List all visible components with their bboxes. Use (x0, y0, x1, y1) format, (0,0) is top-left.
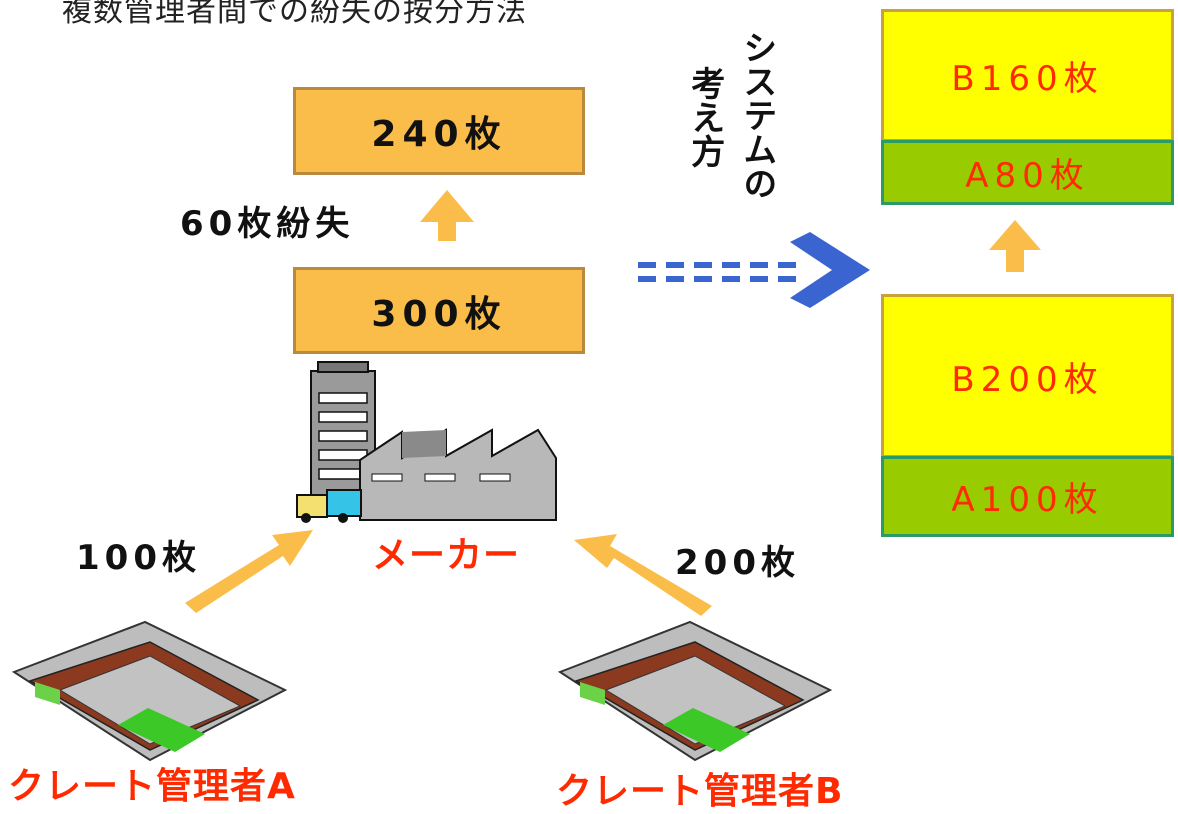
system-label-col2: 考え方 (684, 66, 725, 168)
right-top-b-box: B160枚 (881, 9, 1174, 142)
maker-label: メーカー (372, 535, 521, 576)
right-bottom-a-box: A100枚 (881, 456, 1174, 537)
manager-b-label: クレート管理者B (556, 771, 844, 812)
up-arrow-left (420, 190, 474, 241)
diagram-title: 複数管理者間での紛失の按分方法 (62, 0, 527, 29)
loss-label: 60枚紛失 (180, 204, 355, 244)
warehouse-b-illustration (557, 620, 833, 762)
arrow-from-manager-a (185, 530, 313, 613)
right-bottom-b-box: B200枚 (881, 294, 1174, 458)
inflow-b-label: 200枚 (675, 543, 800, 583)
box-total: 300枚 (293, 267, 585, 354)
arrow-from-manager-b (574, 534, 712, 616)
dashed-blue-arrow (638, 232, 870, 308)
system-label-col1: システムの (736, 30, 777, 200)
factory-illustration (296, 361, 557, 523)
up-arrow-right (989, 220, 1041, 272)
warehouse-a-illustration (11, 620, 288, 762)
inflow-a-label: 100枚 (76, 538, 201, 578)
box-after-loss: 240枚 (293, 87, 585, 175)
manager-a-label: クレート管理者A (8, 766, 296, 807)
right-top-a-box: A80枚 (881, 140, 1174, 205)
